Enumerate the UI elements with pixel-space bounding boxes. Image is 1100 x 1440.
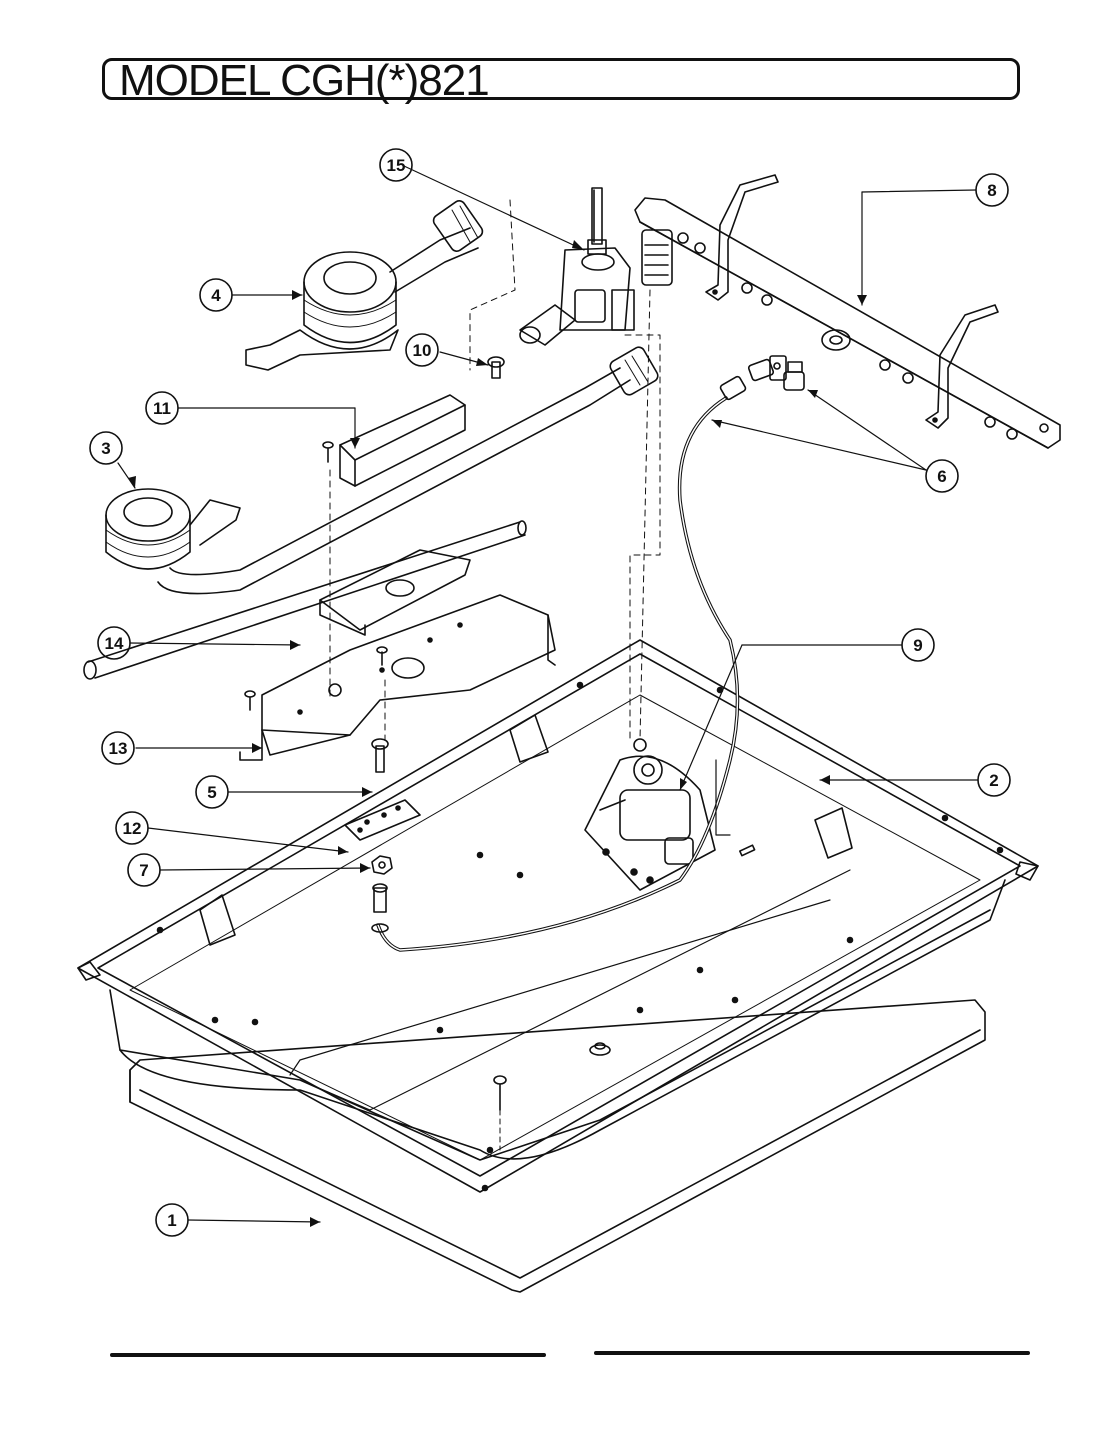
svg-text:14: 14: [105, 634, 124, 653]
svg-text:5: 5: [207, 783, 216, 802]
callout-7: 7: [127, 853, 161, 887]
svg-text:1: 1: [167, 1211, 176, 1230]
svg-text:3: 3: [101, 439, 110, 458]
callout-9: 9: [901, 628, 935, 662]
footer-rules: [110, 1351, 1030, 1357]
callout-3: 3: [89, 431, 123, 465]
callout-12: 12: [115, 811, 149, 845]
callout-14: 14: [97, 626, 131, 660]
svg-text:15: 15: [387, 156, 406, 175]
mounting-plate: [344, 799, 421, 841]
screw-5: [371, 738, 389, 773]
burner-valve: [519, 187, 635, 346]
svg-text:7: 7: [139, 861, 148, 880]
svg-text:10: 10: [413, 341, 432, 360]
leader-lines: [117, 165, 979, 1223]
svg-text:2: 2: [989, 771, 998, 790]
base-frame: [129, 999, 986, 1293]
callout-11: 11: [145, 391, 179, 425]
pressure-regulator: [584, 755, 716, 891]
svg-text:11: 11: [153, 399, 171, 418]
svg-text:13: 13: [109, 739, 128, 758]
burner-shield: [322, 394, 466, 487]
svg-text:6: 6: [937, 467, 946, 486]
callout-10: 10: [405, 333, 439, 367]
hex-nut: [371, 855, 393, 875]
alignment-lines: [329, 199, 661, 741]
callout-13: 13: [101, 731, 135, 765]
callout-6: 6: [925, 459, 959, 493]
burner-head-3: [105, 346, 659, 595]
page-title: MODEL CGH(*)821: [119, 56, 490, 105]
callout-4: 4: [199, 278, 233, 312]
orifice-fittings: [747, 355, 805, 391]
svg-text:8: 8: [987, 181, 996, 200]
burner-head-4: [245, 200, 484, 371]
arrowheads: [128, 240, 867, 1227]
screw-10: [487, 356, 505, 379]
callout-15: 15: [379, 148, 413, 182]
manifold-pipe: [634, 174, 1061, 449]
callout-5: 5: [195, 775, 229, 809]
callout-8: 8: [975, 173, 1009, 207]
svg-text:4: 4: [211, 286, 221, 305]
gas-tubing: [371, 375, 747, 952]
burner-box: [77, 639, 1039, 1193]
burner-bracket: [239, 549, 556, 761]
crossover-tube: [83, 520, 527, 680]
title-box: MODEL CGH(*)821: [102, 56, 1020, 105]
callout-2: 2: [977, 763, 1011, 797]
callout-1: 1: [155, 1203, 189, 1237]
svg-text:12: 12: [123, 819, 142, 838]
svg-text:9: 9: [913, 636, 922, 655]
